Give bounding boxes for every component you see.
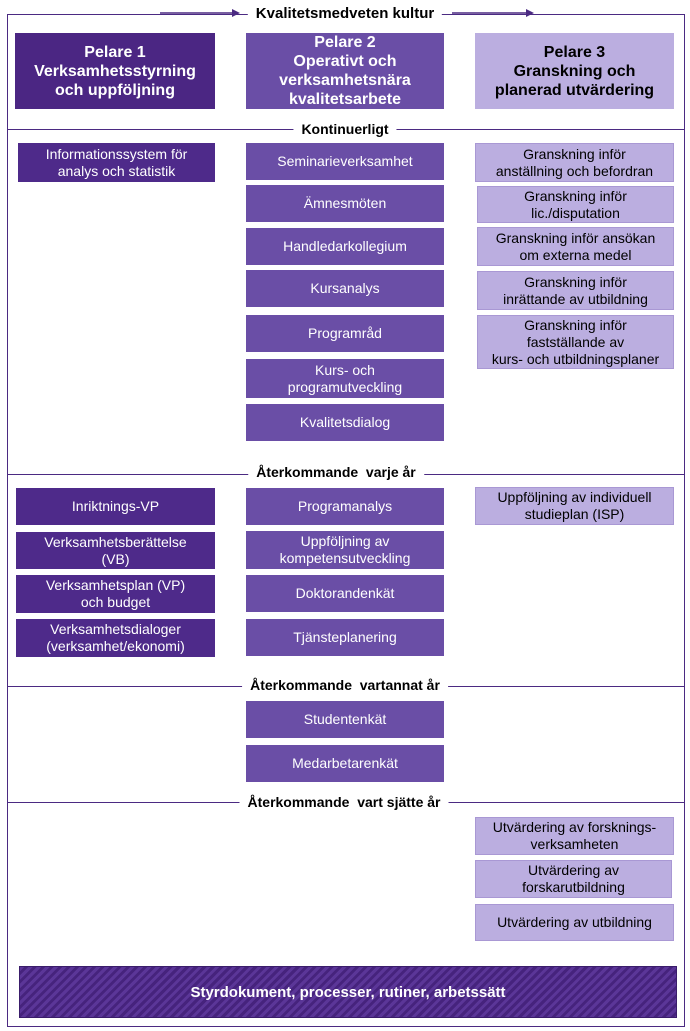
pillar-2: Pelare 2 Operativt och verksamhetsnära k… <box>246 33 444 109</box>
section-heading-vart-sjatte-ar: Återkommande vart sjätte år <box>239 794 449 810</box>
box-granskning-lic-disputation: Granskning inför lic./disputation <box>477 186 674 223</box>
box-informationssystem: Informationssystem för analys och statis… <box>18 143 215 182</box>
box-programanalys: Programanalys <box>246 488 444 525</box>
box-utvardering-utbildning: Utvärdering av utbildning <box>475 904 674 941</box>
box-tjansteplanering: Tjänsteplanering <box>246 619 444 656</box>
diagram-title: Kvalitetsmedveten kultur <box>247 5 443 22</box>
arrow-right-icon <box>452 9 534 17</box>
box-seminarieverksamhet: Seminarieverksamhet <box>246 143 444 180</box>
box-verksamhetsdialoger: Verksamhetsdialoger (verksamhet/ekonomi) <box>16 619 215 657</box>
footer-banner: Styrdokument, processer, rutiner, arbets… <box>19 966 677 1018</box>
section-heading-varje-ar: Återkommande varje år <box>248 464 424 480</box>
box-programrad: Programråd <box>246 315 444 352</box>
box-utvardering-forskningsverksamheten: Utvärdering av forsknings- verksamheten <box>475 817 674 855</box>
box-handledarkollegium: Handledarkollegium <box>246 228 444 265</box>
box-studentenkat: Studentenkät <box>246 701 444 738</box>
box-verksamhetsberattelse: Verksamhetsberättelse (VB) <box>16 532 215 569</box>
box-uppfoljning-isp: Uppföljning av individuell studieplan (I… <box>475 487 674 525</box>
pillar-1: Pelare 1 Verksamhetsstyrning och uppfölj… <box>15 33 215 109</box>
box-granskning-anstallning: Granskning inför anställning och befordr… <box>475 143 674 182</box>
footer-label: Styrdokument, processer, rutiner, arbets… <box>190 983 506 1001</box>
box-kurs-programutveckling: Kurs- och programutveckling <box>246 359 444 398</box>
box-granskning-faststallande: Granskning inför fastställande av kurs- … <box>477 315 674 369</box>
box-verksamhetsplan: Verksamhetsplan (VP) och budget <box>16 575 215 613</box>
box-inriktnings-vp: Inriktnings-VP <box>16 488 215 525</box>
box-amnesmoten: Ämnesmöten <box>246 185 444 222</box>
box-granskning-externa-medel: Granskning inför ansökan om externa mede… <box>477 227 674 266</box>
box-utvardering-forskarutbildning: Utvärdering av forskarutbildning <box>475 860 672 898</box>
arrow-right-icon <box>160 9 240 17</box>
box-medarbetarenkat: Medarbetarenkät <box>246 745 444 782</box>
box-kursanalys: Kursanalys <box>246 270 444 307</box>
pillar-3: Pelare 3 Granskning och planerad utvärde… <box>475 33 674 109</box>
section-heading-kontinuerligt: Kontinuerligt <box>293 121 397 137</box>
box-uppfoljning-kompetensutveckling: Uppföljning av kompetensutveckling <box>246 531 444 569</box>
box-granskning-inrattande: Granskning inför inrättande av utbildnin… <box>477 271 674 310</box>
section-heading-vartannat-ar: Återkommande vartannat år <box>242 677 448 693</box>
box-doktorandenkat: Doktorandenkät <box>246 575 444 612</box>
box-kvalitetsdialog: Kvalitetsdialog <box>246 404 444 441</box>
